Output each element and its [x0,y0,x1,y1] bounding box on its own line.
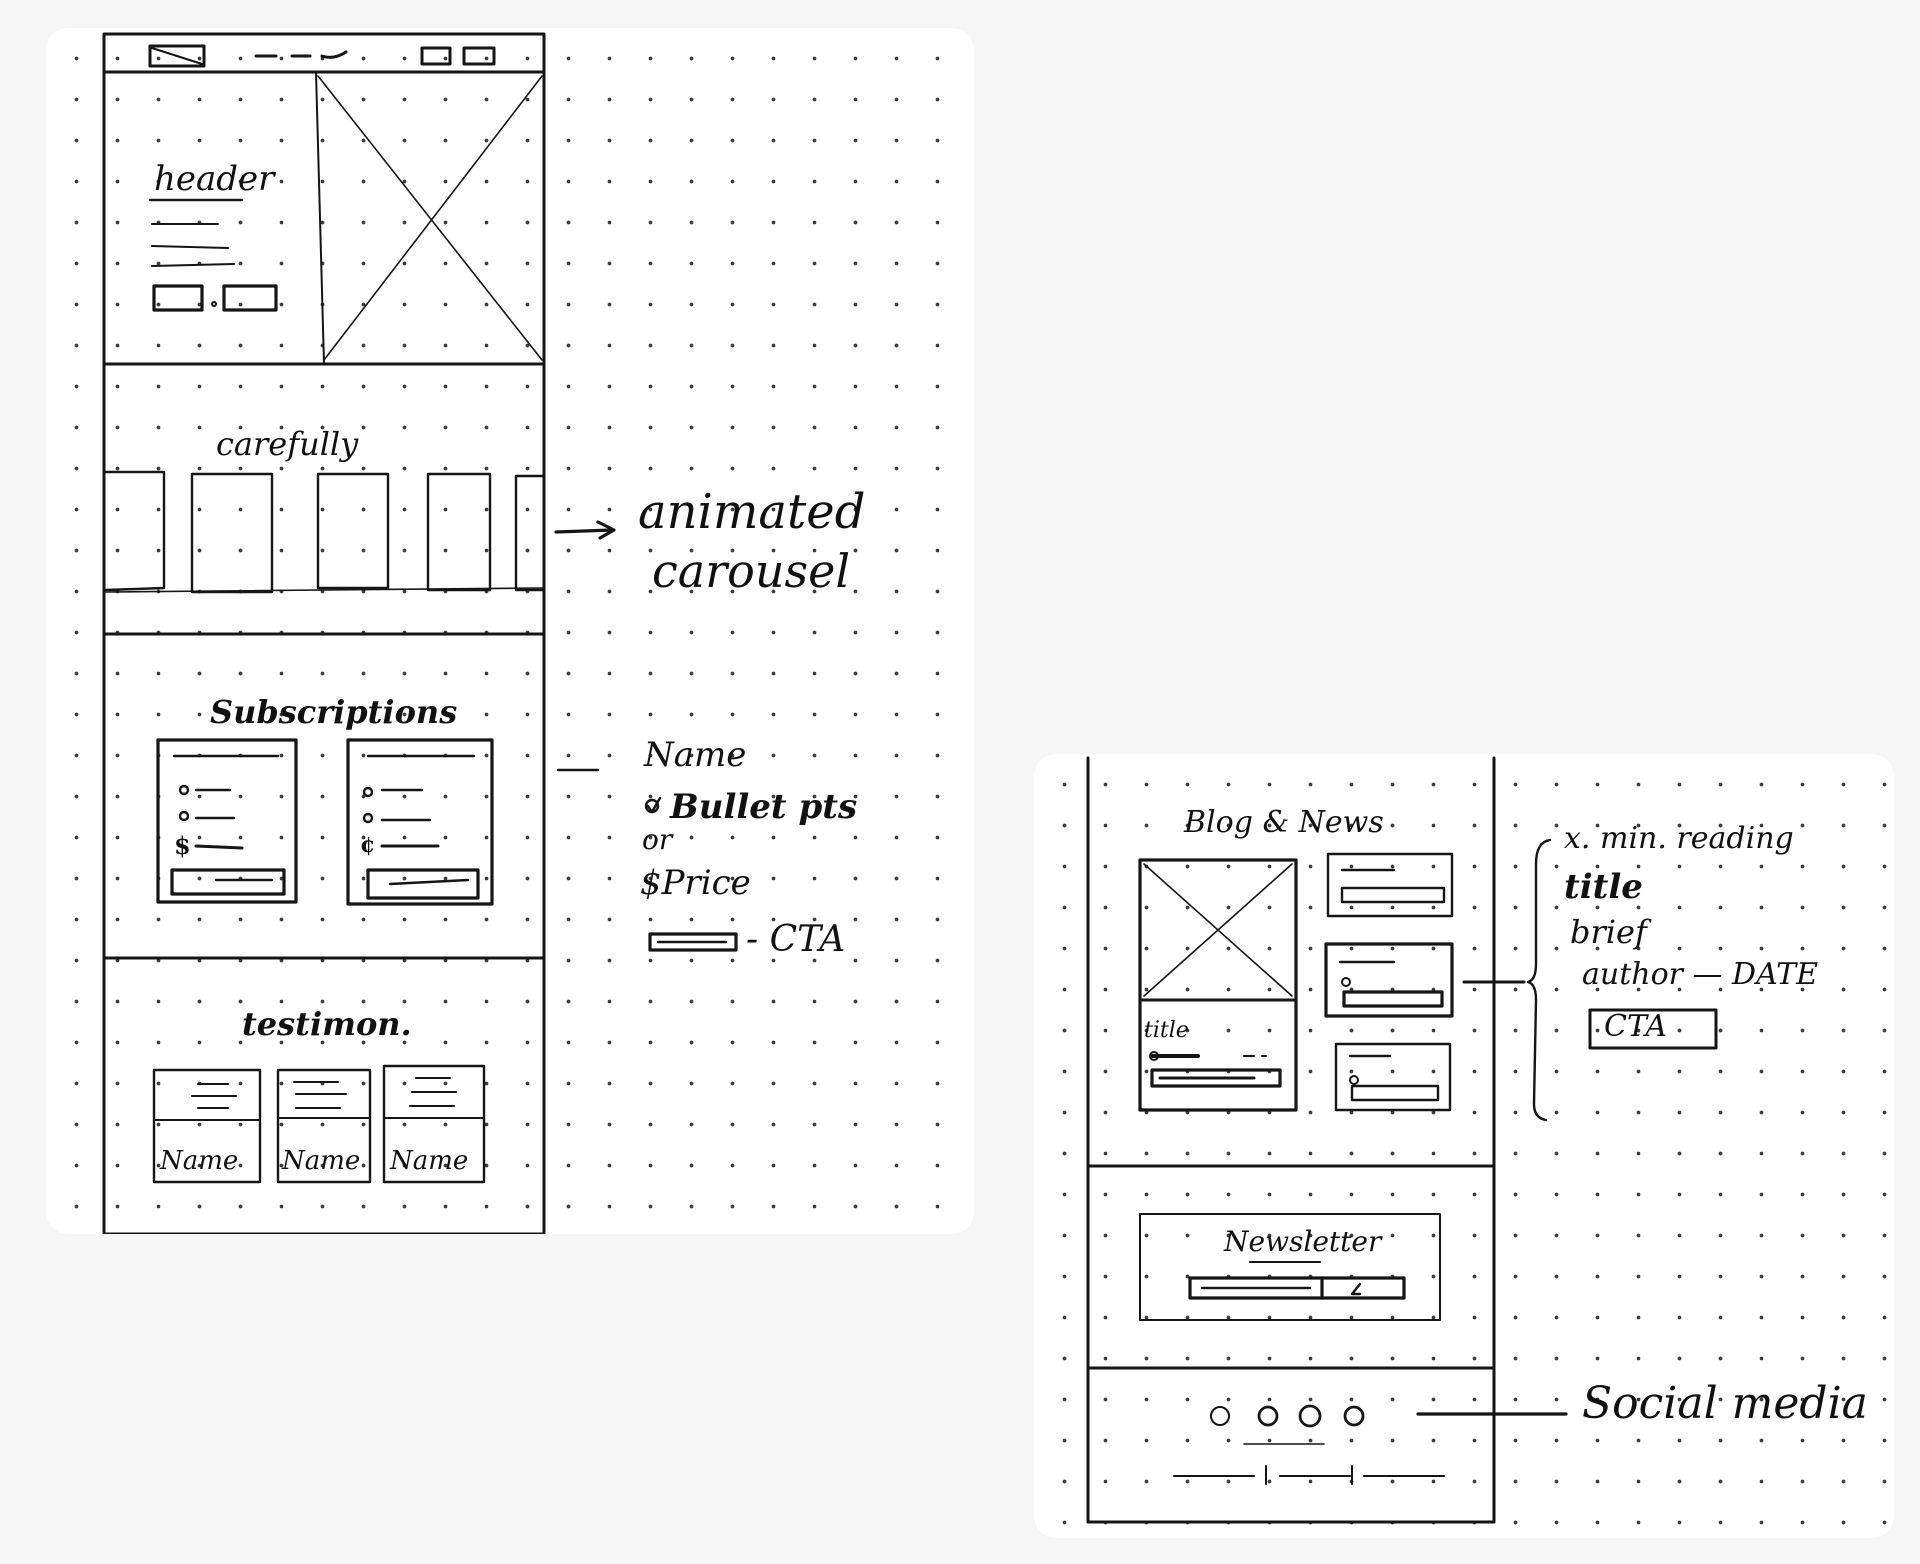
featured-blog-title: title [1144,1018,1189,1043]
svg-text:¢: ¢ [360,832,375,858]
page-frame [102,32,546,1234]
annotation-name: Name [644,735,747,775]
annotation-brief: brief [1570,913,1647,951]
blog-card-small-2 [1324,942,1454,1018]
annotation-min-reading: x. min. reading [1564,821,1794,856]
subscription-card-2-cta [366,868,480,900]
carousel-arrow-icon [554,520,616,540]
social-icon-1 [1210,1406,1230,1426]
right-sketch-sheet: Blog & News title Newsletter x. min. rea… [1034,754,1894,1538]
nav-links [254,50,348,59]
right-wireframe-drawing [1086,756,1718,1524]
carousel-card-2 [190,472,274,594]
nav-button-2 [462,46,496,66]
annotation-cta-right: CTA [1604,1009,1667,1044]
hero-header-label: header [154,159,275,199]
hero-image-divider [315,71,325,365]
hero-cta-button-1 [152,284,204,312]
hero-cta-button-2 [222,284,278,312]
annotation-author-date: author — DATE [1582,957,1819,992]
annotation-cta-box-right [1588,1008,1718,1050]
annotation-animated: animated [638,484,866,540]
testimonial-name-2: Name [282,1146,361,1176]
annotation-title: title [1564,867,1643,907]
subscription-card-1 [156,738,298,904]
annotation-cta: - CTA [746,919,846,960]
annotation-or: or [642,823,673,856]
subscriptions-title: Subscriptions [210,693,458,731]
testimonial-card-3 [382,1064,486,1184]
newsletter-box [1139,1213,1441,1321]
carousel-card-4 [426,472,492,592]
footer-links [1173,1465,1445,1485]
annotation-bullet-pts: Bullet pts [670,787,858,827]
nav-button-1 [420,46,452,66]
annotation-price: $Price [640,863,751,903]
testimonial-card-1 [152,1068,262,1184]
testimonial-name-3: Name [390,1146,469,1176]
annotation-social-media: Social media [1582,1378,1868,1429]
testimonial-name-1: Name [160,1146,239,1176]
blog-news-title: Blog & News [1184,805,1384,840]
annotation-brace [1526,838,1552,1122]
left-wireframe-drawing: $ ¢ [102,32,738,1234]
carousel-card-5 [514,474,546,592]
social-icon-3 [1298,1404,1322,1428]
carousel-title: carefully [216,425,359,463]
testimonials-title: testimon. [242,1005,412,1043]
logo-placeholder-icon [148,44,206,68]
hero-image-placeholder-icon [317,75,543,361]
left-sketch-sheet: $ ¢ header carefully Subscriptions [46,28,974,1234]
annotation-cta-box [648,932,738,952]
annotation-carousel: carousel [652,544,851,598]
featured-blog-card [1138,858,1298,1112]
subscription-card-2 [346,738,494,906]
social-icon-4 [1343,1405,1365,1427]
carousel-card-3 [316,472,390,590]
svg-text:$: $ [174,831,191,860]
social-icon-2 [1257,1405,1279,1427]
subscription-card-1-cta [170,868,286,896]
blog-card-small-3 [1334,1042,1452,1112]
carousel-card-1 [104,470,166,592]
blog-card-small-1 [1326,852,1454,918]
newsletter-title: Newsletter [1224,1225,1382,1258]
testimonial-card-2 [276,1068,372,1184]
featured-cta-button [1150,1068,1282,1088]
newsletter-email-input [1188,1276,1406,1300]
